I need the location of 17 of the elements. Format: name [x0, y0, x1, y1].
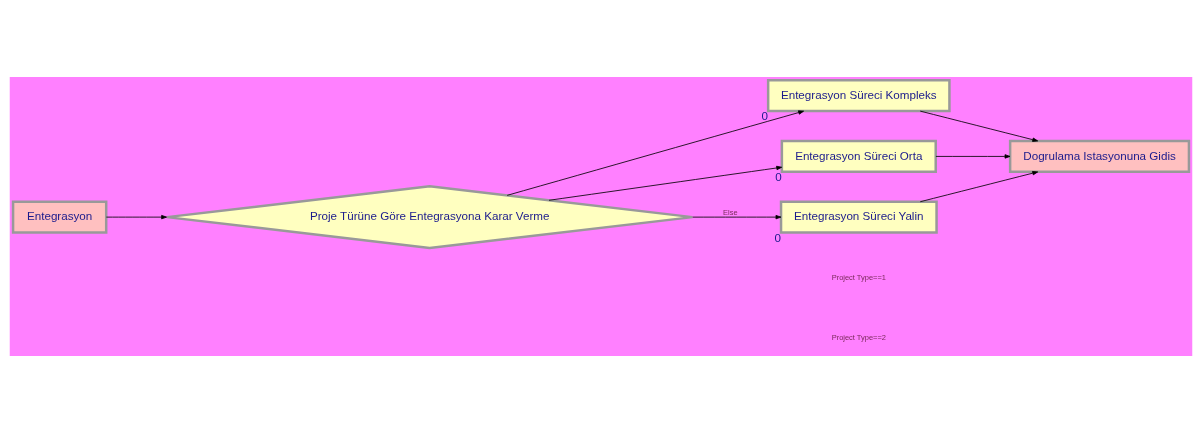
- node-label: 0: [761, 109, 769, 123]
- arrow: [692, 214, 782, 220]
- arrow: [919, 110, 1039, 142]
- arrow: [506, 110, 805, 196]
- arrow: [105, 214, 167, 220]
- node-label: 0: [775, 170, 782, 184]
- node-box: Entegrasyon Süreci Yalin: [779, 200, 938, 234]
- node-diamond: Proje Türüne Göre Entegrasyona Karar Verme: [165, 185, 694, 250]
- arrow: [919, 171, 1039, 203]
- label: Project Type==1: [831, 272, 886, 282]
- node-box: Entegrasyon Süreci Orta: [780, 139, 937, 174]
- arrow: [935, 154, 1011, 159]
- node-label: 0: [774, 230, 781, 244]
- edge-label: Else: [723, 207, 738, 217]
- node-box: Entegrasyon: [11, 200, 108, 234]
- label: Project Type==2: [831, 332, 886, 342]
- arrow: [548, 165, 783, 201]
